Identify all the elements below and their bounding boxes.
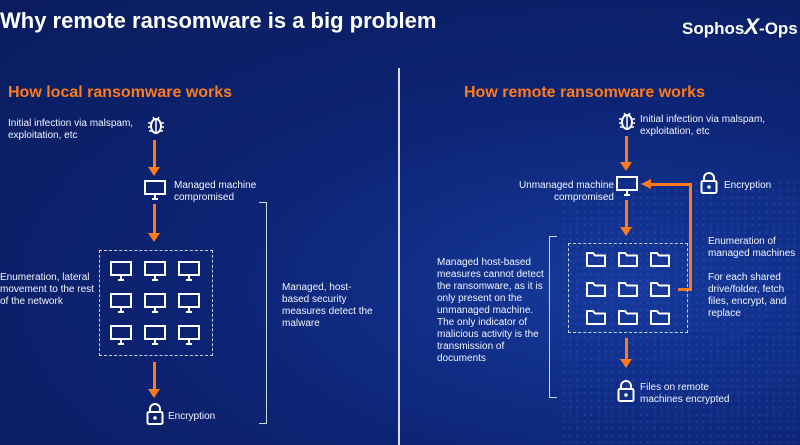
- lock-icon: [146, 403, 164, 425]
- network-box: [99, 250, 213, 356]
- folder-grid: [586, 252, 670, 325]
- bug-icon: [619, 112, 635, 130]
- right-side-note: Managed host-based measures cannot detec…: [437, 257, 544, 364]
- return-arrowhead: [641, 179, 651, 189]
- monitor-grid: [110, 261, 200, 345]
- bug-icon: [148, 116, 164, 134]
- right-shared-text: For each shared drive/folder, fetch file…: [708, 272, 787, 319]
- arrow: [148, 140, 160, 176]
- return-line-stub: [678, 288, 692, 291]
- lock-icon: [617, 380, 635, 402]
- return-line-vertical: [689, 183, 692, 290]
- page-title: Why remote ransomware is a big problem: [0, 8, 437, 33]
- arrow: [620, 200, 632, 236]
- right-result-text: Files on remote machines encrypted: [640, 382, 730, 405]
- logo-x: X: [744, 14, 760, 39]
- monitor-icon: [144, 180, 166, 200]
- left-step1-text: Initial infection via malspam, exploitat…: [8, 118, 134, 141]
- right-step1-text: Initial infection via malspam, exploitat…: [640, 114, 766, 137]
- right-step2-text: Unmanaged machine compromised: [518, 180, 614, 203]
- shares-box: [568, 243, 688, 333]
- right-enum-text: Enumeration of managed machines: [708, 236, 796, 259]
- right-heading: How remote ransomware works: [464, 84, 705, 101]
- arrow: [620, 338, 632, 368]
- logo-suffix: -Ops: [759, 19, 798, 38]
- left-heading: How local ransomware works: [8, 84, 233, 101]
- right-encryption-text: Encryption: [724, 180, 772, 191]
- logo-text: Sophos: [682, 19, 745, 38]
- sophos-logo: SophosX-Ops: [682, 14, 798, 40]
- left-step2-text: Managed machine compromised: [174, 180, 257, 203]
- lock-icon: [700, 172, 718, 194]
- bracket: [549, 236, 557, 398]
- left-step4-text: Encryption: [168, 411, 216, 422]
- arrow: [148, 362, 160, 398]
- bracket: [259, 202, 267, 424]
- monitor-icon: [616, 176, 638, 196]
- return-line-horizontal: [650, 183, 692, 186]
- center-divider: [398, 68, 400, 445]
- left-step3-text: Enumeration, lateral movement to the res…: [0, 272, 94, 307]
- arrow: [620, 136, 632, 171]
- left-side-note: Managed, host-based security measures de…: [282, 282, 373, 329]
- arrow: [148, 204, 160, 242]
